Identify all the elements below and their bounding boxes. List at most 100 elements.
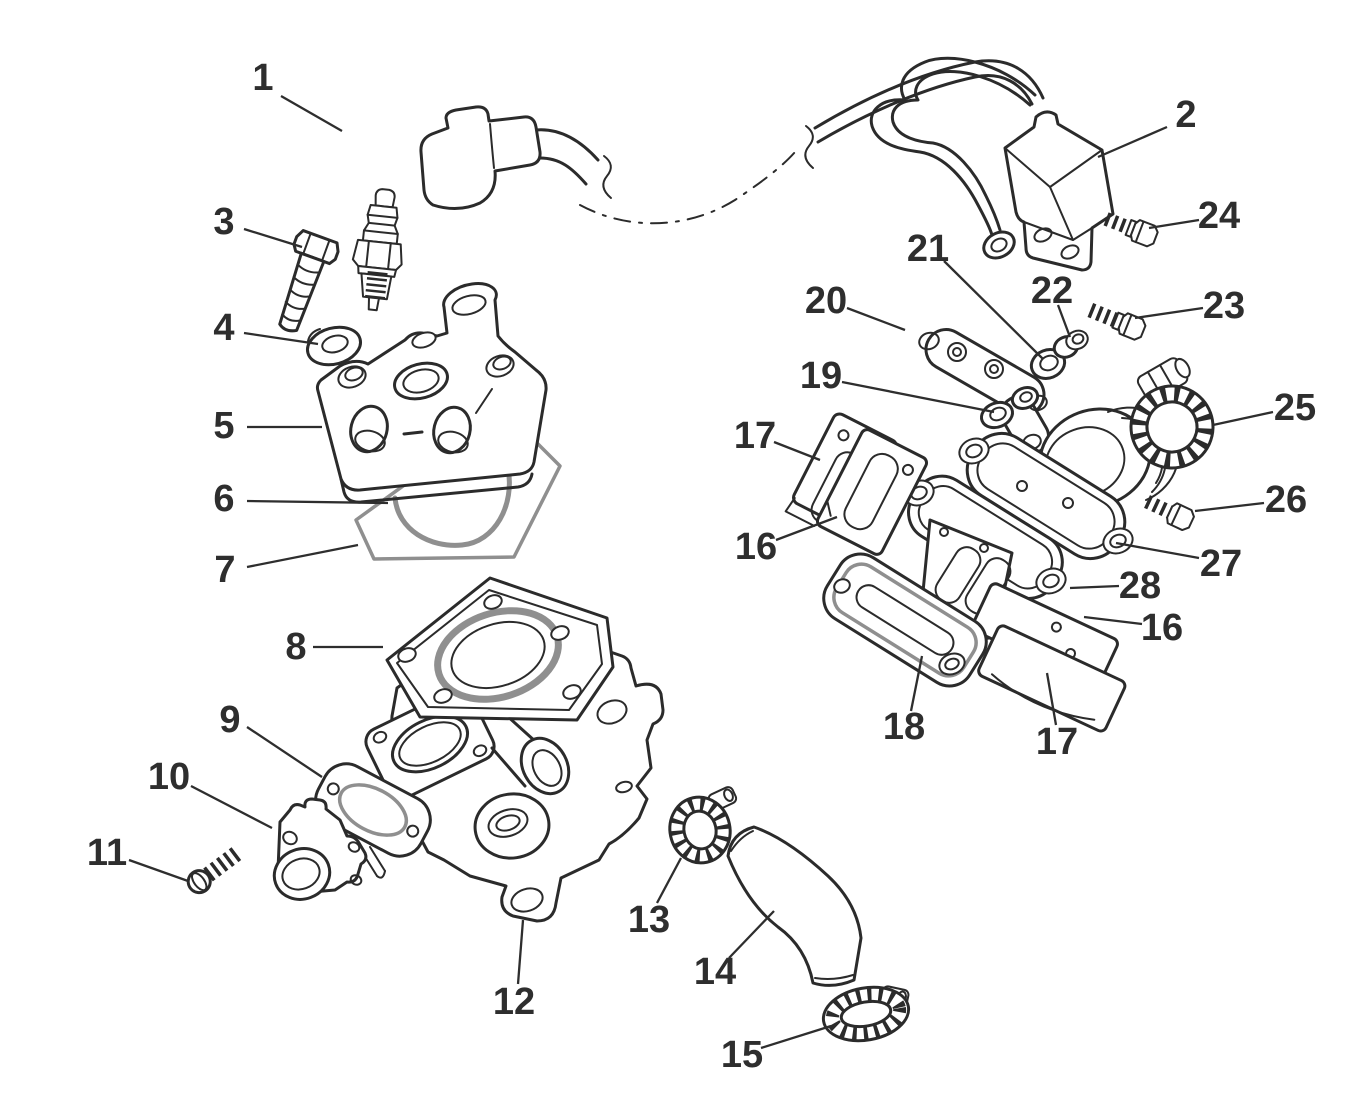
callout-5-cylinder-head-cover: 5: [213, 405, 322, 447]
callout-leader-line: [246, 726, 323, 778]
callout-number: 3: [213, 201, 234, 243]
washer-4-drawing: [306, 325, 362, 367]
callout-number: 12: [493, 981, 535, 1023]
ring-terminal: [982, 230, 1016, 260]
spark-plug-cap-drawing: [419, 105, 542, 210]
callout-6-o-ring: 6: [213, 478, 389, 520]
callout-21-washer: 21: [907, 228, 1044, 360]
callout-20-bracket: 20: [805, 280, 906, 332]
bolt-23-drawing: [1087, 303, 1147, 341]
callout-19-washer: 19: [800, 355, 995, 414]
lower-boss: [473, 792, 551, 860]
coil-ground-wire-drawing: [869, 56, 1037, 260]
callout-number: 1: [252, 57, 273, 99]
callout-leader-line: [773, 440, 821, 462]
screw-drawing: [186, 846, 242, 895]
intake-manifold-drawing: [958, 406, 1180, 561]
callout-17-reed-stopper: 17: [1036, 672, 1078, 763]
callout-number: 13: [628, 899, 670, 941]
intake-spigot-drawing: [272, 797, 368, 901]
callout-leader-line: [1212, 410, 1274, 427]
callout-leader-line: [128, 858, 189, 883]
callout-12-cylinder: 12: [493, 919, 535, 1023]
callout-leader-line: [760, 1024, 832, 1050]
callout-number: 8: [285, 626, 306, 668]
callout-number: 27: [1200, 543, 1242, 585]
callout-14-coolant-hose: 14: [694, 910, 775, 993]
callout-leader-line: [1069, 584, 1120, 590]
callout-leader-line: [246, 499, 389, 505]
callout-number: 17: [734, 415, 776, 457]
callout-number: 9: [219, 699, 240, 741]
callout-number: 16: [735, 526, 777, 568]
callout-number: 4: [213, 307, 234, 349]
intake-gasket-drawing: [314, 762, 432, 858]
callout-leader-line: [1115, 541, 1200, 560]
callout-16-reed-petal: 16: [735, 515, 838, 568]
ht-wire-drawing: [534, 59, 1045, 225]
callout-number: 17: [1036, 721, 1078, 763]
callout-15-hose-clamp: 15: [721, 1024, 832, 1076]
reed-stopper-right-drawing: [977, 624, 1127, 733]
callout-leader-line: [841, 380, 995, 414]
callout-22-spacer: 22: [1031, 270, 1073, 338]
callout-11-screw: 11: [87, 832, 189, 883]
head-cover-drawing: [315, 282, 548, 504]
o-ring-drawing: [392, 465, 512, 548]
callout-number: 19: [800, 355, 842, 397]
spark-plug-drawing: [351, 188, 403, 312]
callout-leader-line: [1083, 615, 1143, 626]
callout-18-reed-gasket: 18: [883, 655, 925, 748]
callout-leader-line: [243, 227, 303, 249]
callout-28-reed-valve-block: 28: [1069, 565, 1161, 607]
callout-number: 16: [1141, 607, 1183, 649]
callout-26-bolt: 26: [1194, 479, 1307, 521]
callout-1-spark-plug-cap: 1: [252, 57, 343, 132]
callout-number: 2: [1175, 94, 1196, 136]
base-gasket-drawing: [385, 576, 615, 722]
callout-number: 11: [87, 832, 127, 874]
callout-leader-line: [1097, 125, 1168, 159]
callout-leader-line: [246, 543, 359, 569]
callout-leader-line: [846, 306, 906, 332]
hose-clamp-25-drawing: [1129, 357, 1215, 470]
callout-2-ignition-coil: 2: [1097, 94, 1197, 159]
callout-number: 5: [213, 405, 234, 447]
callout-leader-line: [728, 910, 775, 959]
callout-number: 22: [1031, 270, 1073, 312]
hose-clamp-15-drawing: [821, 985, 911, 1043]
callout-number: 28: [1119, 565, 1161, 607]
callout-number: 6: [213, 478, 234, 520]
callout-leader-line: [1194, 501, 1265, 513]
callout-leader-line: [280, 95, 343, 132]
callout-17-reed-stopper: 17: [734, 415, 821, 462]
reed-gasket-drawing: [822, 552, 988, 688]
coolant-hose-drawing: [726, 825, 863, 987]
ignition-coil-drawing: [1003, 110, 1115, 272]
hose-clamp-13-drawing: [668, 786, 738, 865]
callout-leader-line: [909, 655, 924, 712]
callout-leader-line: [243, 331, 319, 346]
callout-27-intake-manifold: 27: [1115, 541, 1242, 585]
callout-25-hose-clamp: 25: [1212, 387, 1316, 429]
callout-leader-line: [943, 260, 1044, 360]
callout-23-bolt: 23: [1134, 285, 1245, 327]
callout-leader-line: [516, 919, 525, 985]
callout-7-head-gasket: 7: [214, 543, 359, 591]
callout-number: 25: [1274, 387, 1316, 429]
callout-10-intake-spigot: 10: [148, 756, 273, 830]
callout-leader-line: [655, 857, 683, 904]
callout-16-reed-petal: 16: [1083, 607, 1183, 649]
callout-number: 7: [214, 549, 235, 591]
callout-number: 10: [148, 756, 190, 798]
callout-number: 21: [907, 228, 949, 270]
callout-number: 20: [805, 280, 847, 322]
spacer-22-drawing: [1052, 329, 1089, 359]
callout-leader-line: [1134, 306, 1204, 320]
callout-9-intake-gasket: 9: [219, 699, 323, 778]
callout-3-head-bolt: 3: [213, 201, 303, 249]
callout-number: 26: [1265, 479, 1307, 521]
